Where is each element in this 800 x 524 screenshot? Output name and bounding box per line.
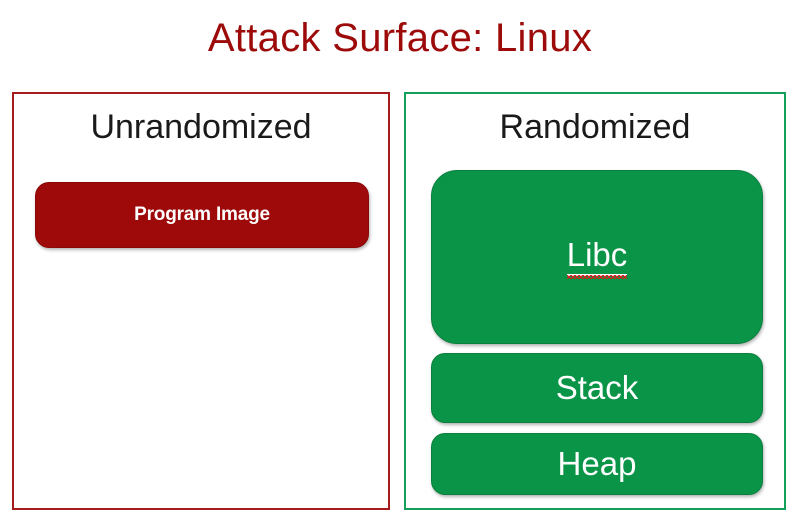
memory-region-program-image[interactable]: Program Image: [35, 182, 369, 248]
panel-header-unrandomized: Unrandomized: [90, 108, 312, 146]
memory-region-label: Heap: [557, 445, 637, 482]
memory-region-heap[interactable]: Heap: [431, 433, 763, 495]
memory-region-label-misspelled: Libc: [566, 236, 628, 279]
panel-randomized: Randomized Libc Stack Heap: [404, 92, 786, 510]
panel-unrandomized: Unrandomized Program Image: [12, 92, 390, 510]
memory-region-stack[interactable]: Stack: [431, 353, 763, 423]
memory-region-label: Program Image: [134, 204, 270, 225]
memory-region-label: Libc: [566, 236, 628, 274]
memory-region-label: Stack: [555, 369, 639, 406]
slide-title: Attack Surface: Linux: [207, 16, 593, 60]
spellcheck-squiggle-icon: [566, 274, 628, 279]
panel-header-randomized: Randomized: [499, 108, 691, 146]
memory-region-libc[interactable]: Libc: [431, 170, 763, 344]
